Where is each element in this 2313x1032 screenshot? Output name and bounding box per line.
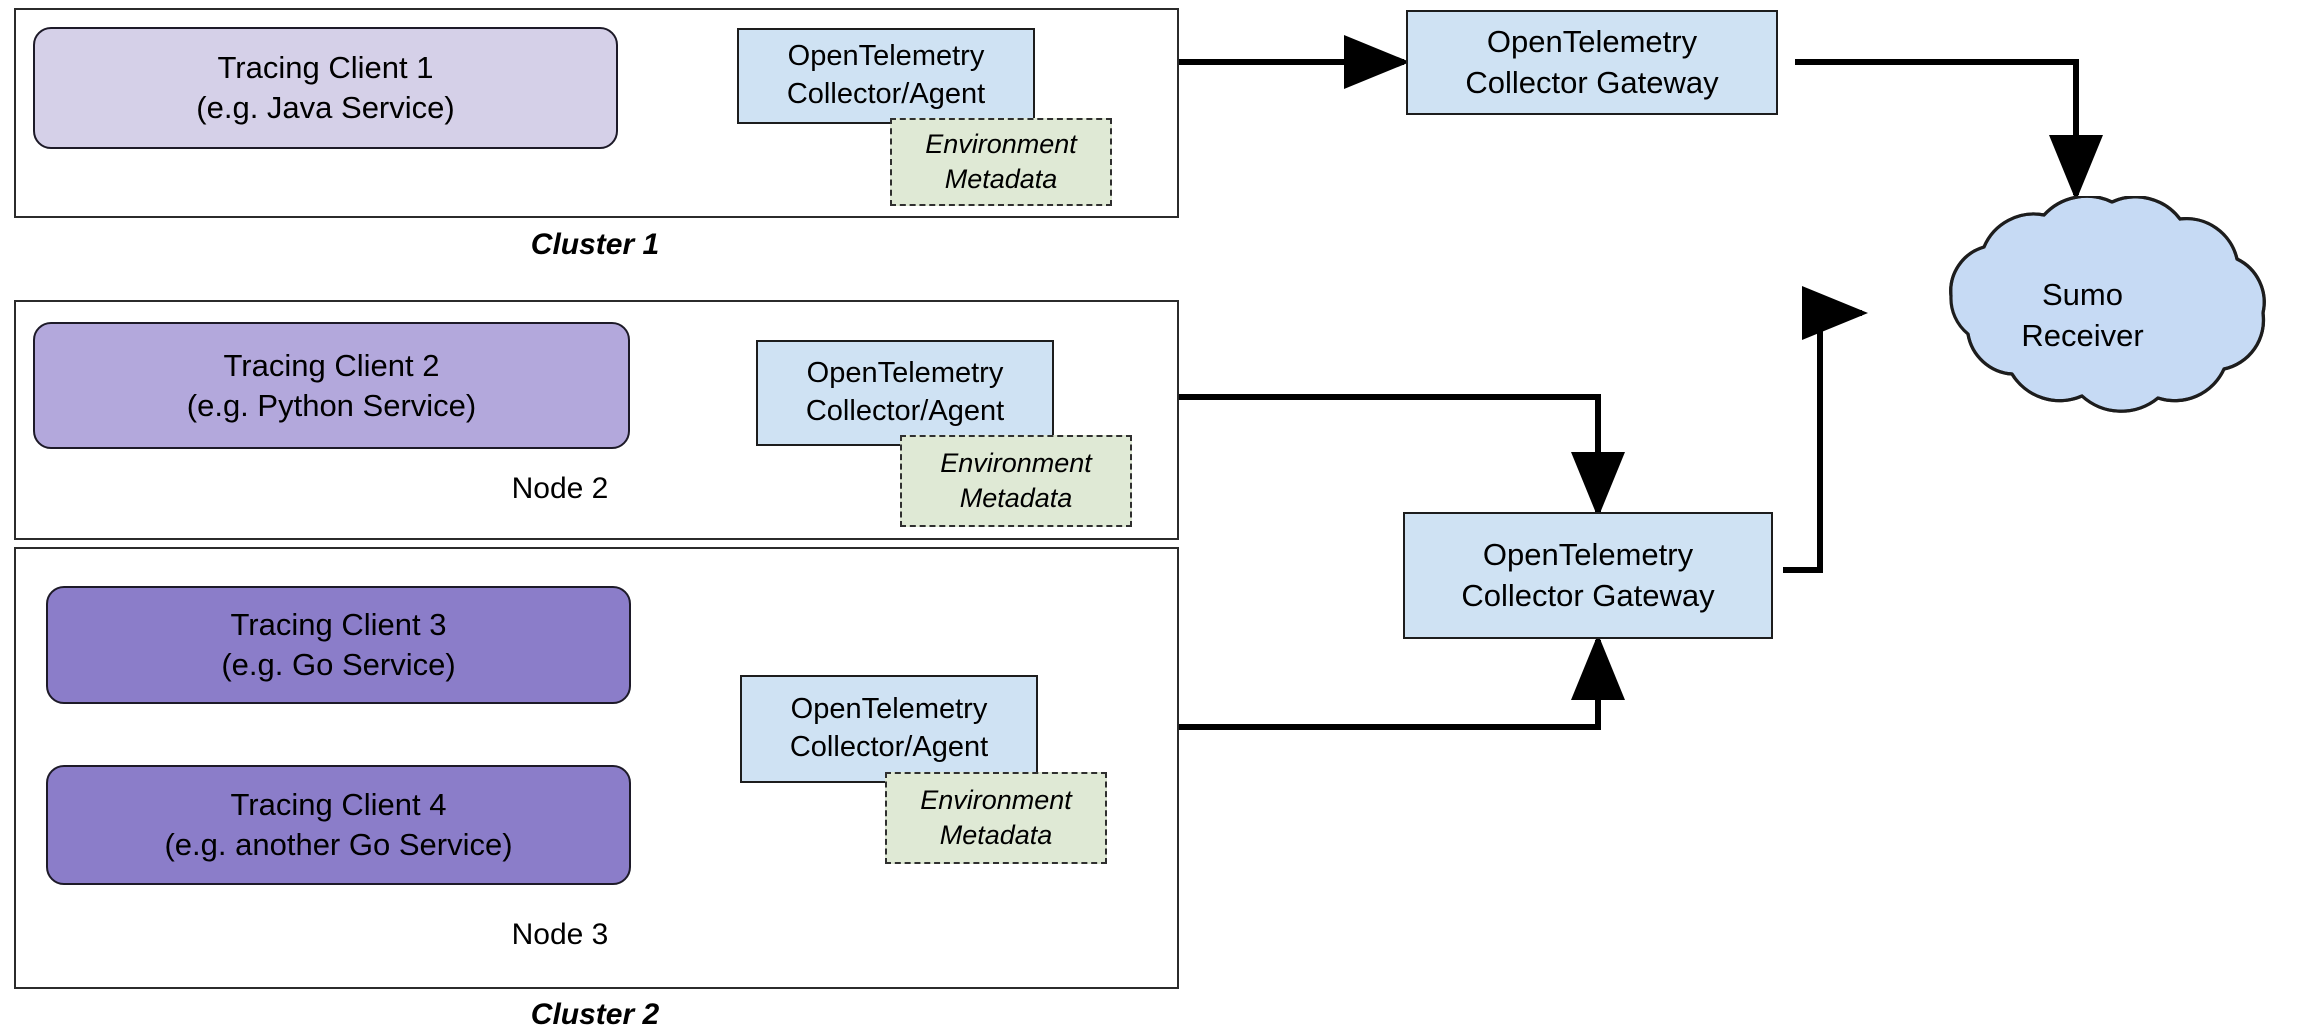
tracing-client-2-line2: (e.g. Python Service): [186, 387, 477, 423]
tracing-client-4-line2: (e.g. another Go Service): [164, 827, 513, 862]
collector-gateway-1-box[interactable]: OpenTelemetry Collector Gateway: [1406, 10, 1778, 115]
collector-agent-1-box[interactable]: OpenTelemetry Collector/Agent: [737, 28, 1035, 124]
collector-gateway-1-line1: OpenTelemetry: [1486, 24, 1698, 60]
collector-agent-2-box[interactable]: OpenTelemetry Collector/Agent: [756, 340, 1054, 446]
collector-agent-1-line2: Collector/Agent: [786, 78, 986, 110]
collector-agent-1-line1: OpenTelemetry: [787, 40, 985, 73]
cluster-2-label: Cluster 2: [530, 998, 660, 1031]
collector-gateway-2-line2: Collector Gateway: [1461, 577, 1715, 613]
environment-metadata-3-box: Environment Metadata: [885, 772, 1107, 864]
tracing-client-3-line1: Tracing Client 3: [230, 607, 447, 643]
cloud-shape-icon: [1949, 194, 2266, 413]
environment-metadata-2-line2: Metadata: [959, 483, 1073, 513]
tracing-client-3-line2: (e.g. Go Service): [221, 647, 456, 682]
node-2-label: Node 2: [511, 472, 609, 505]
environment-metadata-2-line1: Environment: [940, 447, 1092, 478]
tracing-client-1-line2: (e.g. Java Service): [196, 90, 455, 125]
collector-agent-3-line1: OpenTelemetry: [790, 693, 988, 726]
wire-gateway1-to-receiver: [1795, 59, 2103, 201]
collector-gateway-1-line2: Collector Gateway: [1465, 64, 1719, 100]
collector-gateway-2-box[interactable]: OpenTelemetry Collector Gateway: [1403, 512, 1773, 639]
wire-gateway2-to-receiver: [1783, 286, 1868, 573]
tracing-client-4-line1: Tracing Client 4: [230, 787, 447, 823]
environment-metadata-1-line2: Metadata: [944, 164, 1058, 194]
collector-gateway-2-line1: OpenTelemetry: [1482, 537, 1694, 573]
node-3-label: Node 3: [511, 918, 609, 951]
tracing-client-4-box[interactable]: Tracing Client 4 (e.g. another Go Servic…: [46, 765, 631, 885]
cluster-1-label: Cluster 1: [530, 228, 660, 261]
sumo-receiver-cloud[interactable]: Sumo Receiver: [1855, 194, 2310, 436]
collector-agent-3-box[interactable]: OpenTelemetry Collector/Agent: [740, 675, 1038, 783]
collector-agent-3-line2: Collector/Agent: [789, 731, 989, 763]
environment-metadata-1-line1: Environment: [925, 128, 1077, 159]
environment-metadata-3-line2: Metadata: [939, 820, 1053, 850]
tracing-client-2-line1: Tracing Client 2: [223, 347, 440, 383]
environment-metadata-3-line1: Environment: [920, 784, 1072, 815]
tracing-client-1-line1: Tracing Client 1: [217, 50, 434, 86]
tracing-client-2-box[interactable]: Tracing Client 2 (e.g. Python Service): [33, 322, 630, 449]
collector-agent-2-line2: Collector/Agent: [805, 395, 1005, 427]
collector-agent-2-line1: OpenTelemetry: [806, 357, 1004, 390]
tracing-client-1-box[interactable]: Tracing Client 1 (e.g. Java Service): [33, 27, 618, 149]
tracing-client-3-box[interactable]: Tracing Client 3 (e.g. Go Service): [46, 586, 631, 704]
environment-metadata-1-box: Environment Metadata: [890, 118, 1112, 206]
environment-metadata-2-box: Environment Metadata: [900, 435, 1132, 527]
